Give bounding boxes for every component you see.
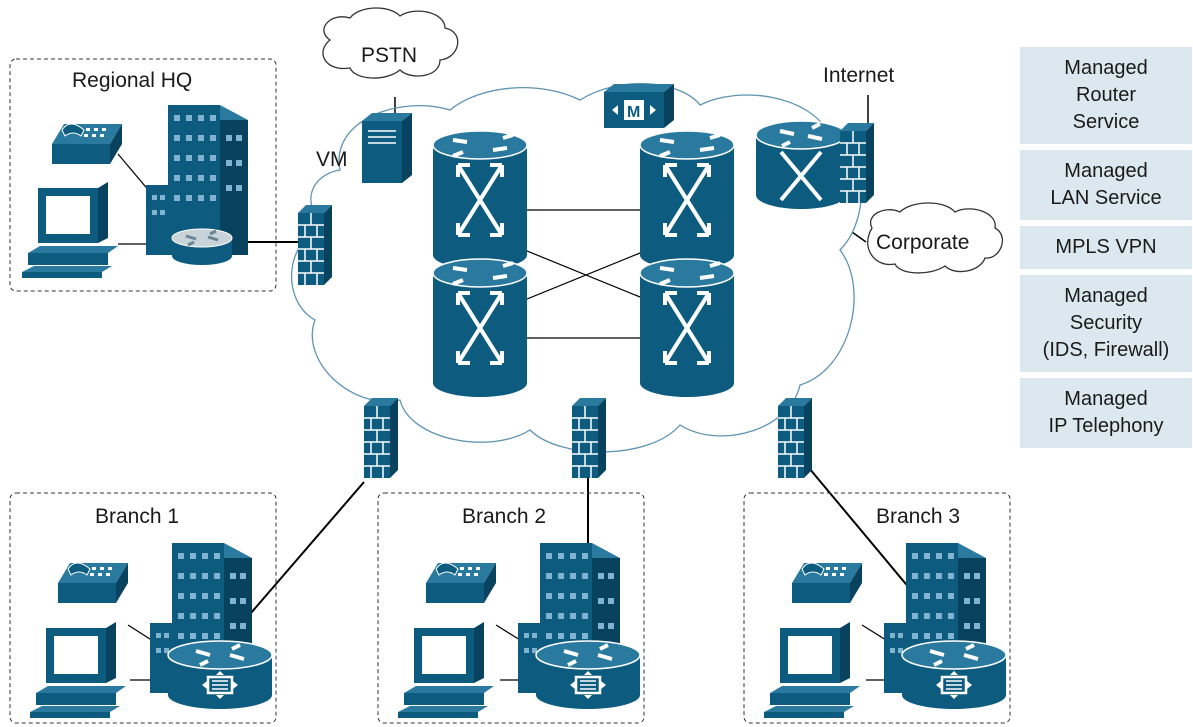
- service-mpls-vpn: MPLS VPN: [1020, 226, 1192, 269]
- core-router-icon: [638, 257, 736, 399]
- branch1-computer-icon: [30, 622, 126, 718]
- site-box-branch-2: [377, 492, 645, 724]
- site-box-branch-3: [743, 492, 1011, 724]
- site-label-branch-1: Branch 1: [95, 505, 179, 528]
- network-diagram: PSTN Corporate Internet VM M Regional HQ…: [9, 7, 1011, 724]
- branch2-computer-icon: [398, 622, 494, 718]
- branch1-router-icon: [166, 639, 274, 711]
- branch3-router-icon: [900, 639, 1008, 711]
- branch1-firewall-icon: [363, 397, 399, 479]
- branch2-telephone-icon: [425, 562, 497, 604]
- service-managed-ip-telephony: Managed IP Telephony: [1020, 378, 1192, 448]
- hq-router-icon: [170, 227, 234, 267]
- internet-label: Internet: [823, 64, 894, 87]
- corporate-label: Corporate: [876, 231, 969, 254]
- branch2-router-icon: [534, 639, 642, 711]
- corporate-cloud-icon: [867, 202, 1004, 274]
- hq-firewall-icon: [297, 204, 333, 286]
- core-router-icon: [431, 257, 529, 399]
- service-managed-security: Managed Security (IDS, Firewall): [1020, 275, 1192, 372]
- site-label-branch-2: Branch 2: [462, 505, 546, 528]
- site-box-regional-hq: [9, 58, 277, 292]
- site-box-branch-1: [9, 492, 277, 724]
- branch3-computer-icon: [764, 622, 860, 718]
- branch2-firewall-icon: [571, 397, 607, 479]
- services-legend: Managed Router Service Managed LAN Servi…: [1020, 47, 1192, 454]
- core-router-icon: [431, 129, 529, 271]
- site-label-branch-3: Branch 3: [876, 505, 960, 528]
- branch3-telephone-icon: [791, 562, 863, 604]
- core-router-icon: [638, 129, 736, 271]
- service-managed-router: Managed Router Service: [1020, 47, 1192, 144]
- pstn-cloud-icon: [322, 7, 459, 79]
- voicemail-server-icon: [361, 112, 413, 184]
- mpls-cloud-icon: [291, 83, 863, 453]
- hq-telephone-icon: [51, 123, 123, 165]
- service-managed-lan: Managed LAN Service: [1020, 150, 1192, 220]
- internet-firewall-icon: [839, 122, 875, 204]
- management-icon: M: [604, 84, 674, 128]
- branch3-firewall-icon: [777, 397, 813, 479]
- pstn-label: PSTN: [361, 44, 417, 67]
- site-label-regional-hq: Regional HQ: [72, 69, 192, 92]
- vm-label: VM: [316, 148, 348, 171]
- management-badge: M: [627, 104, 640, 121]
- internet-router-icon: [755, 120, 847, 209]
- branch1-telephone-icon: [57, 562, 129, 604]
- hq-computer-icon: [22, 182, 118, 278]
